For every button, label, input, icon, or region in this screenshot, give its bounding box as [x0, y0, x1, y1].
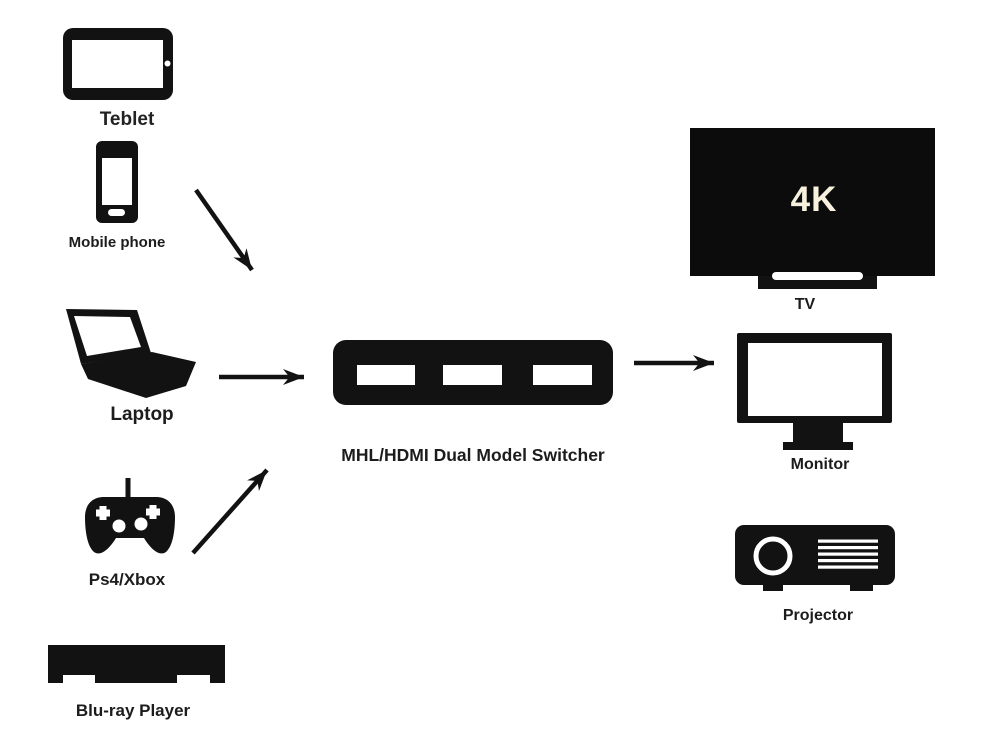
tablet-label: Teblet: [99, 109, 155, 130]
switcher-port-2: [443, 365, 502, 385]
switcher-port-3: [533, 365, 592, 385]
game-console-label: Ps4/Xbox: [88, 570, 166, 589]
arrow-console-to-switcher: [191, 468, 269, 555]
monitor-base: [783, 442, 853, 450]
monitor-label: Monitor: [790, 456, 850, 473]
switcher-port-1: [357, 365, 415, 385]
laptop-label: Laptop: [110, 404, 174, 425]
monitor-neck: [793, 423, 843, 444]
blu-ray-player-label: Blu-ray Player: [75, 701, 191, 720]
tv-label: TV: [794, 296, 816, 313]
blu-ray-player-icon: [48, 645, 225, 683]
tablet-icon: [63, 28, 173, 100]
projector-lens: [753, 536, 793, 576]
laptop-icon: [66, 309, 196, 398]
arrow-mobile-to-switcher: [194, 188, 254, 272]
switcher-label: MHL/HDMI Dual Model Switcher: [341, 445, 605, 465]
projector-label: Projector: [782, 607, 854, 624]
mobile-phone-icon: [96, 141, 138, 223]
tv-icon: [690, 128, 935, 289]
tablet-camera-dot: [164, 60, 171, 67]
controller-antenna: [125, 478, 131, 502]
projector-icon: [735, 525, 895, 591]
game-controller-icon: [85, 478, 175, 554]
phone-home-button: [108, 209, 125, 216]
tv-screen-text: 4K: [790, 180, 838, 219]
mobile-phone-label: Mobile phone: [68, 234, 166, 251]
monitor-icon: [737, 333, 892, 450]
switcher-icon: [333, 340, 613, 405]
